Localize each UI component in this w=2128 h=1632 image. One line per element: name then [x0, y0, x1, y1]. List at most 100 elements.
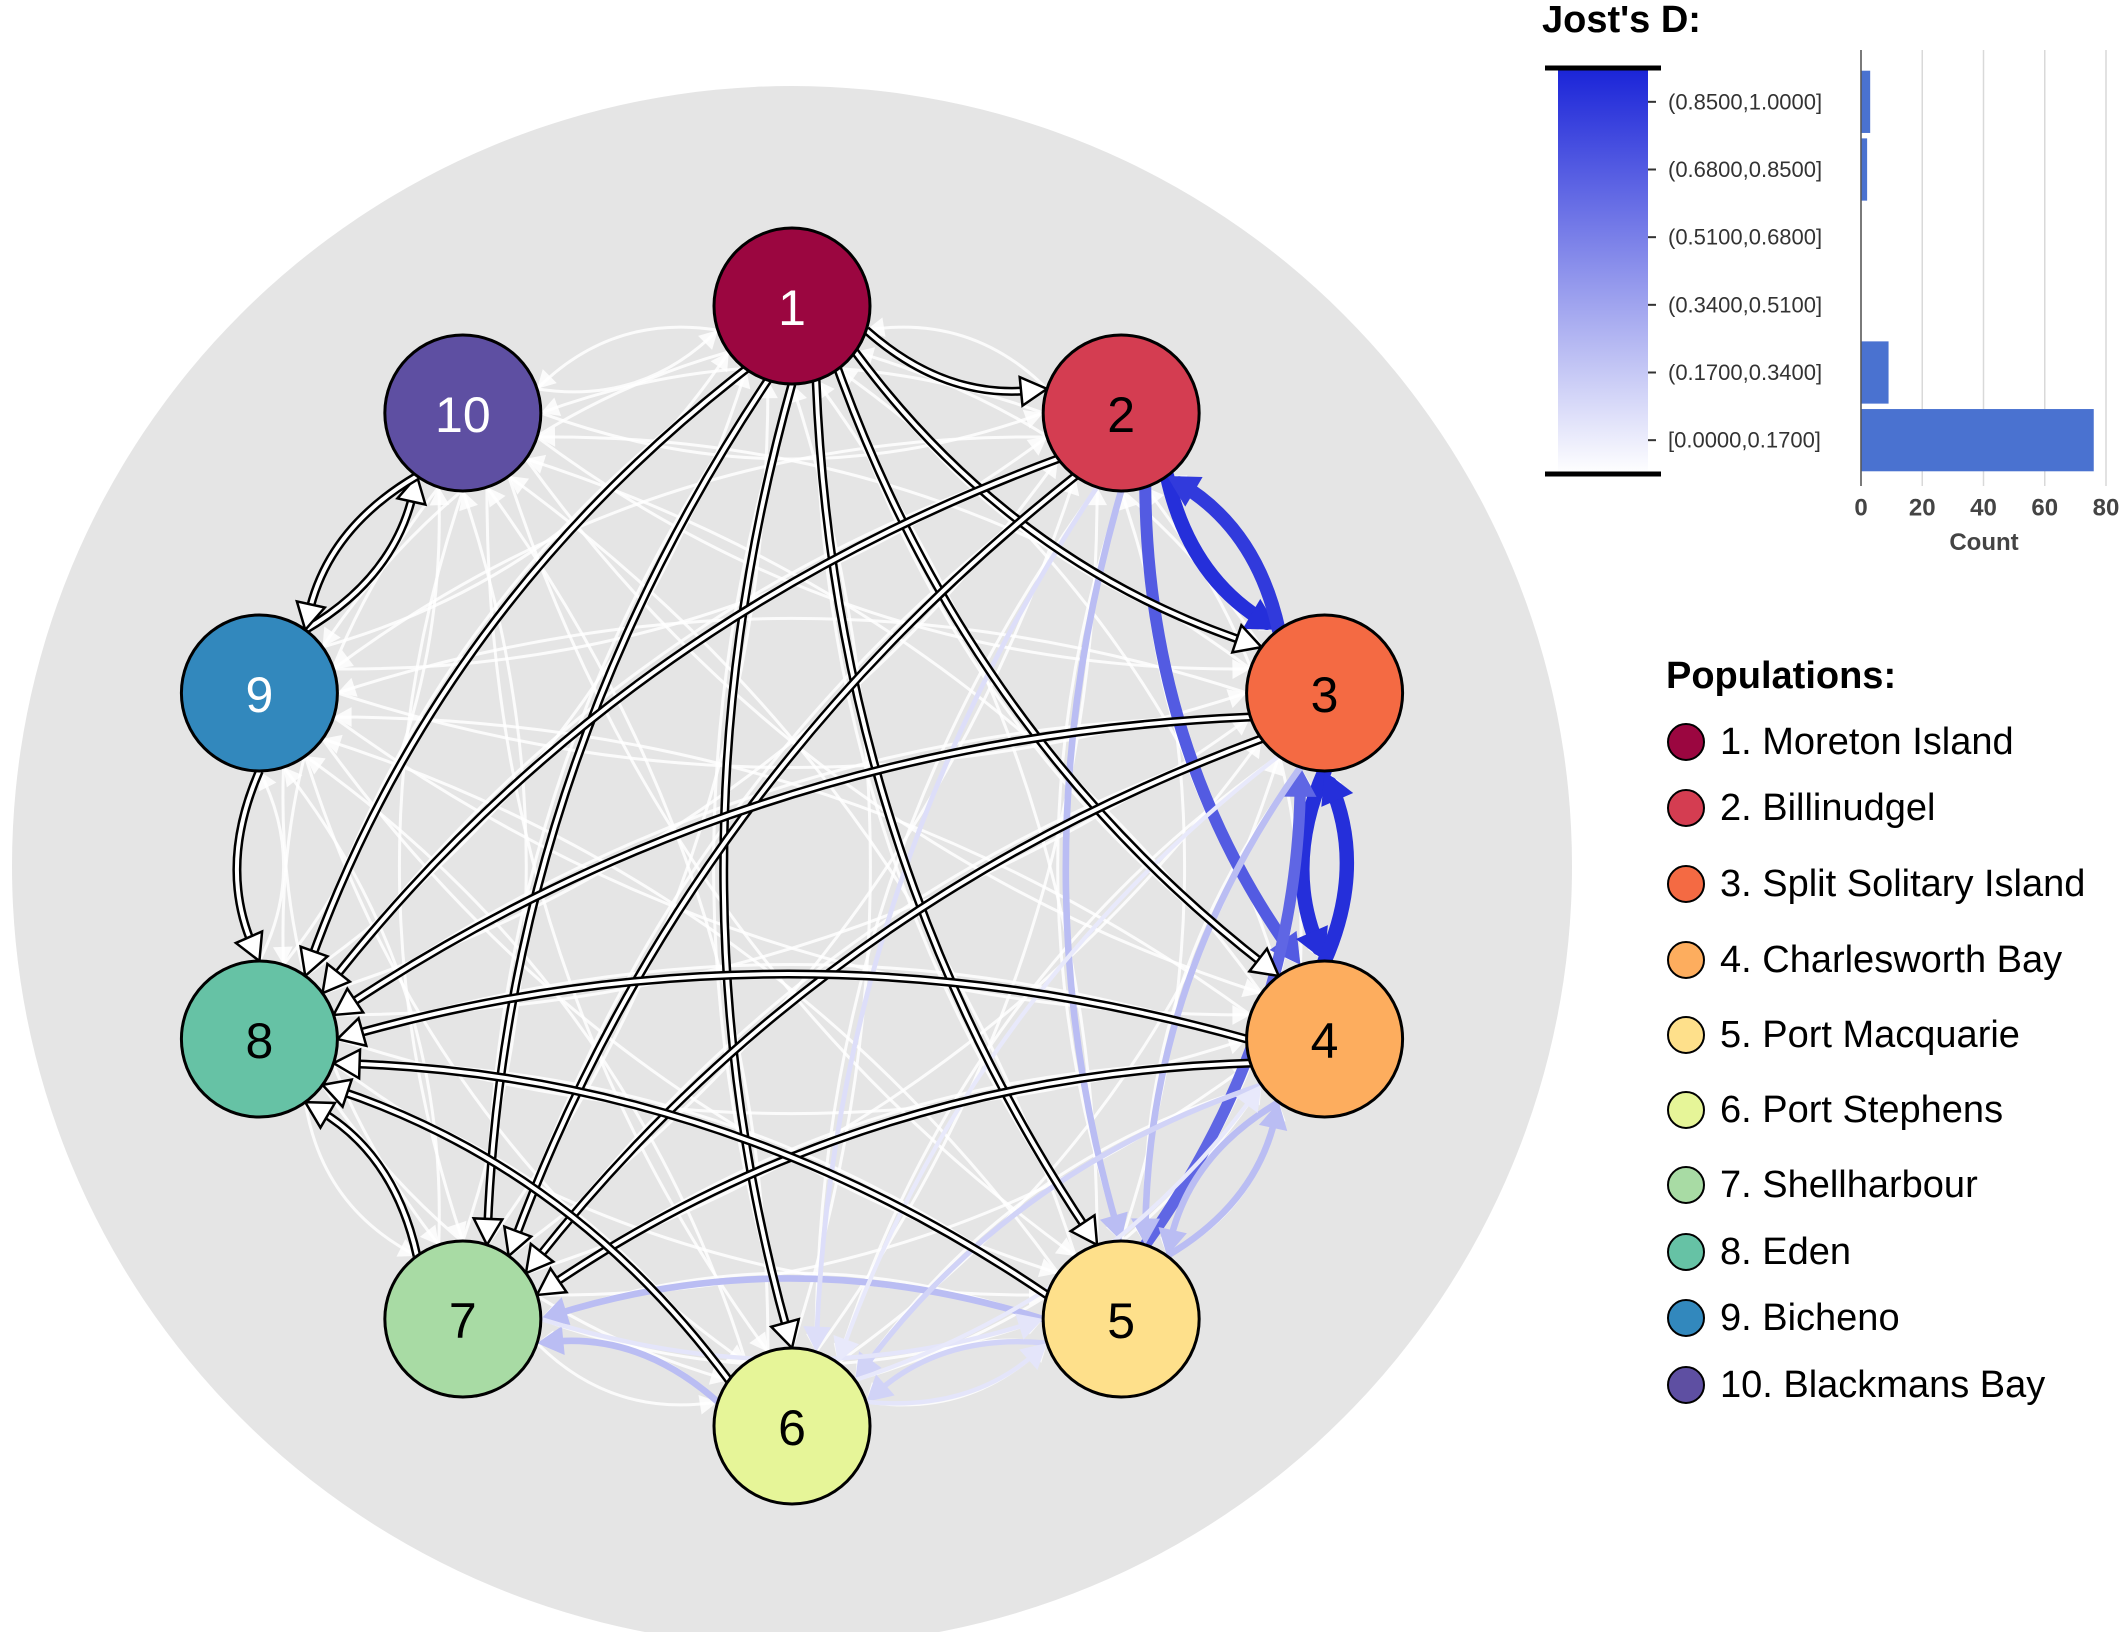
node-label: 6 — [778, 1400, 806, 1456]
light-edge-arrowhead — [1263, 756, 1283, 777]
legend-label: 8. Eden — [1720, 1231, 1851, 1273]
legend-label: 7. Shellharbour — [1720, 1164, 1978, 1206]
light-edge-arrowhead — [447, 1220, 467, 1242]
light-edge — [1056, 490, 1123, 1242]
histogram-tick-label: 80 — [2093, 495, 2120, 522]
legend-item: 3. Split Solitary Island — [1667, 863, 2085, 905]
outlined-edge — [853, 350, 1247, 644]
blue-edge-arrowhead — [866, 1374, 895, 1402]
legend-swatch — [1667, 1166, 1705, 1204]
node-circle — [383, 1239, 543, 1399]
legend-item: 8. Eden — [1667, 1231, 1851, 1273]
legend-label: 1. Moreton Island — [1720, 721, 2014, 763]
colorbar-bin-labels: [0.0000,0.1700] (0.1700,0.3400] (0.3400,0.… — [1648, 89, 1822, 453]
colorbar-bin-label: (0.1700,0.3400] — [1668, 360, 1822, 385]
histogram-bars — [1861, 70, 2094, 472]
light-edge-arrowhead — [1022, 409, 1044, 429]
blue-edge-arrowhead — [1258, 1102, 1288, 1132]
outlined-edge — [352, 972, 1248, 1041]
node-label: 5 — [1107, 1293, 1135, 1349]
histogram-bar — [1861, 341, 1889, 404]
outlined-edge-arrowhead — [502, 1224, 534, 1259]
blue-edge — [873, 1338, 1050, 1396]
histogram-tick-label: 40 — [1970, 495, 1997, 522]
outlined-edge — [864, 328, 1032, 394]
blue-edge — [547, 1337, 722, 1406]
outlined-edge-arrowhead — [320, 961, 353, 996]
light-edge-arrowhead — [419, 1224, 439, 1245]
blue-edges-layer — [537, 468, 1354, 1406]
light-edge-arrowhead — [305, 756, 326, 775]
light-edge — [282, 766, 441, 1245]
histogram-tick-label: 60 — [2031, 495, 2058, 522]
legend-items: 1. Moreton Island 2. Billinudgel 3. Split … — [1667, 721, 2085, 1406]
light-edge-arrowhead — [1232, 1005, 1251, 1025]
light-edge — [535, 1342, 719, 1407]
blue-edge-arrowhead — [1019, 1343, 1047, 1370]
legend-swatch — [1667, 789, 1705, 827]
blue-edge — [1166, 1098, 1283, 1246]
legend-item: 4. Charlesworth Bay — [1667, 939, 2062, 981]
light-edge — [536, 435, 1251, 671]
outlined-edges-layer — [232, 326, 1281, 1383]
colorbar-bin-label: [0.0000,0.1700] — [1668, 428, 1821, 453]
legend-item: 9. Bicheno — [1667, 1297, 1900, 1339]
blue-edge-arrowhead — [537, 1326, 565, 1356]
light-edge-arrowhead — [698, 330, 718, 350]
blue-edge — [863, 1350, 1039, 1406]
blue-edge — [860, 1082, 1265, 1372]
light-edge — [258, 770, 286, 962]
blue-edge-arrowhead — [833, 1334, 860, 1363]
light-edge-arrowhead — [337, 677, 358, 697]
outlined-edge — [337, 1088, 731, 1382]
histogram-tick-label: 20 — [1909, 495, 1936, 522]
light-edge — [322, 351, 731, 649]
blue-edge — [1062, 487, 1125, 1231]
outlined-edge-arrowhead — [524, 1241, 556, 1276]
light-edge-arrowhead — [283, 767, 303, 788]
population-node-5: 5 — [1041, 1239, 1201, 1399]
colorbar: Jost's D: [0.0000,0.1700](0.1700,0.3400]… — [1542, 0, 1822, 477]
outlined-edge — [485, 379, 770, 1229]
blue-edge — [1163, 1112, 1280, 1260]
light-edge-arrowhead — [1054, 1237, 1076, 1256]
light-edge — [814, 486, 1099, 1352]
light-edge-arrowhead — [710, 351, 729, 373]
node-circle — [179, 959, 339, 1119]
light-edge-arrowhead — [1087, 487, 1108, 506]
outlined-edge-arrowhead — [534, 1266, 569, 1297]
blue-edge — [1159, 468, 1274, 630]
light-edge-arrowhead — [1241, 978, 1262, 998]
legend-item: 2. Billinudgel — [1667, 787, 1935, 829]
light-edge-arrowhead — [1037, 1258, 1059, 1278]
outlined-edge-arrowhead — [303, 1100, 338, 1131]
outlined-edge-arrowhead — [299, 944, 330, 979]
blue-edge — [814, 484, 1100, 1341]
outlined-edge-arrowhead — [331, 986, 366, 1017]
outlined-edge — [318, 1108, 419, 1257]
light-edge — [536, 329, 719, 394]
legend-item: 1. Moreton Island — [1667, 721, 2014, 763]
population-node-9: 9 — [179, 613, 339, 773]
light-edge-arrowhead — [322, 626, 341, 648]
node-circle — [712, 226, 872, 386]
outlined-edge-arrowhead — [768, 1317, 801, 1351]
blue-edge — [1172, 476, 1286, 637]
outlined-edge — [234, 770, 262, 948]
outlined-edge — [308, 367, 748, 962]
light-edge-arrowhead — [698, 1394, 718, 1415]
light-edge-arrowhead — [537, 369, 557, 389]
blue-edge-arrowhead — [1242, 598, 1279, 630]
colorbar-bin-label: (0.6800,0.8500] — [1668, 157, 1822, 182]
light-edge — [524, 457, 1262, 995]
light-edge-arrowhead — [540, 397, 562, 417]
light-edge-arrowhead — [322, 734, 343, 754]
colorbar-bin-label: (0.3400,0.5100] — [1668, 292, 1822, 317]
legend-label: 9. Bicheno — [1720, 1297, 1900, 1339]
blue-edge-arrowhead — [1296, 925, 1328, 962]
light-edge-arrowhead — [537, 426, 556, 447]
legend-swatch — [1667, 1233, 1705, 1271]
